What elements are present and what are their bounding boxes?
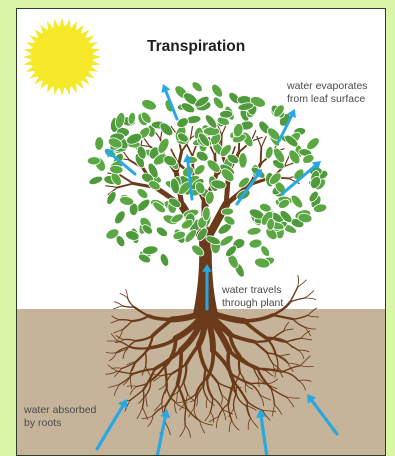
label-evaporates-line-2: from leaf surface (287, 93, 368, 106)
leaf (219, 110, 232, 118)
leaf (203, 127, 220, 136)
label-travels-line-1: water travels (222, 284, 283, 297)
label-travels: water travels through plant (222, 284, 283, 310)
transpiration-diagram: Transpiration water evaporates from leaf… (16, 8, 386, 456)
label-evaporates: water evaporates from leaf surface (287, 80, 368, 106)
sun-icon (23, 18, 101, 96)
leaf (202, 207, 210, 221)
leaf (239, 153, 247, 168)
tree-branch (261, 147, 262, 163)
label-absorbed: water absorbed by roots (24, 404, 96, 430)
label-travels-line-2: through plant (222, 297, 283, 310)
label-absorbed-line-1: water absorbed (24, 404, 96, 417)
root-segment (239, 356, 240, 373)
label-evaporates-line-1: water evaporates (287, 80, 368, 93)
sun-disc (31, 26, 93, 88)
leaf (95, 137, 104, 151)
label-absorbed-line-2: by roots (24, 417, 96, 430)
diagram-title: Transpiration (147, 38, 245, 56)
leaf (87, 157, 100, 165)
leaf (221, 208, 234, 216)
diagram-canvas (17, 9, 385, 455)
